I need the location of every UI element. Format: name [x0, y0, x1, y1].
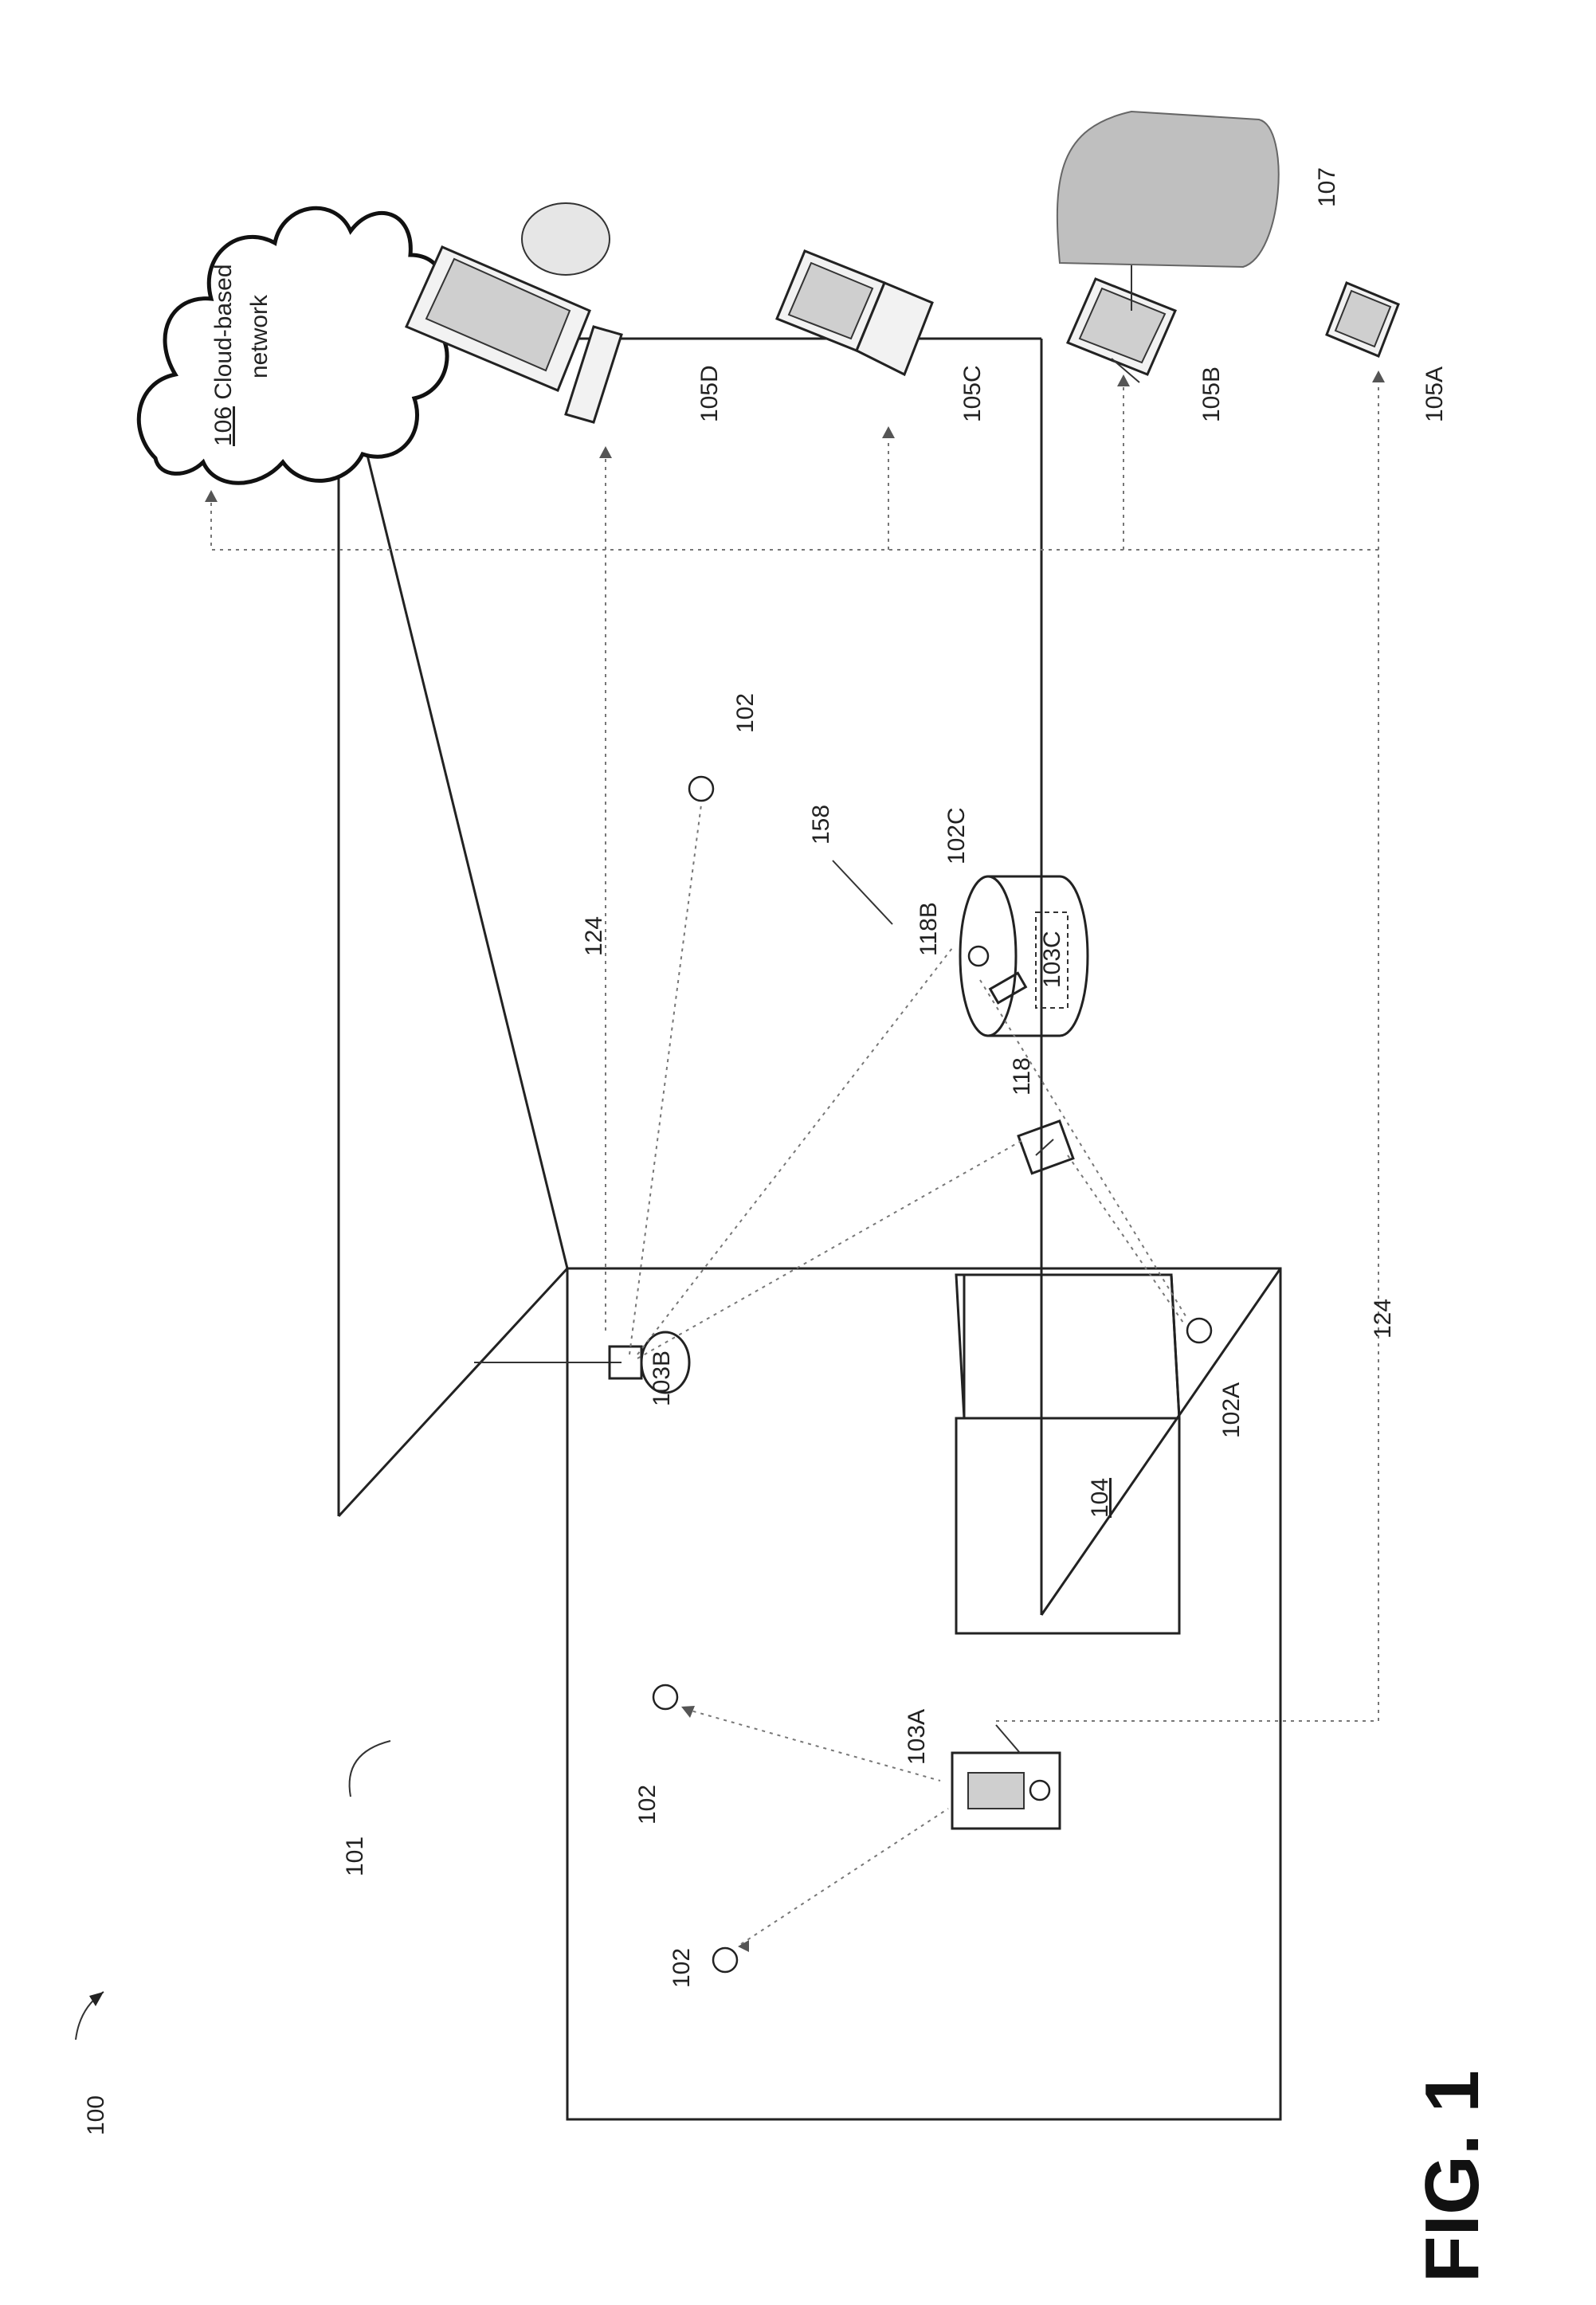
object-104: 104 — [956, 1275, 1179, 1633]
link-bulb-hazard — [637, 948, 952, 1354]
desktop-computer: 105D — [406, 203, 723, 422]
ref-100: 100 — [76, 1992, 109, 2135]
box-104-top — [956, 1275, 1179, 1418]
svg-text:105C: 105C — [959, 365, 986, 422]
svg-text:101: 101 — [342, 1837, 368, 1876]
thermostat-dial — [1030, 1781, 1049, 1800]
svg-text:102: 102 — [634, 1785, 661, 1825]
sensor-102-b: 102 — [669, 1948, 737, 1988]
svg-text:102: 102 — [732, 693, 759, 733]
svg-text:105A: 105A — [1421, 367, 1448, 422]
svg-text:124: 124 — [581, 916, 607, 956]
room-edge-top-left — [339, 1268, 567, 1516]
thermostat-screen — [968, 1773, 1024, 1809]
box-104-front — [956, 1418, 1179, 1633]
user-body — [1057, 112, 1279, 267]
link-124-lower — [996, 374, 1378, 1721]
sensor-102-c: 102 — [689, 693, 759, 801]
desktop-tower — [522, 203, 610, 275]
room-outline — [339, 339, 1280, 2119]
svg-text:118B: 118B — [916, 902, 942, 956]
ref-100-arrowhead — [89, 1992, 104, 2006]
link-118-102a — [1068, 1155, 1183, 1323]
thermostat-device: 103A — [904, 1709, 1060, 1829]
phone-device: 105A — [1327, 283, 1448, 422]
link-thermostat-sensor-a — [685, 1709, 940, 1781]
sensor-102-a: 102 — [634, 1685, 677, 1825]
sensor-102a: 102A — [1187, 1319, 1245, 1438]
link-bulb-sensor-c — [629, 805, 701, 1354]
network-bus — [211, 494, 1378, 550]
hazard-detector-device: 103C 118B 102C 158 — [808, 805, 1088, 1036]
ref-101-leader — [350, 1741, 390, 1797]
svg-text:102: 102 — [669, 1948, 695, 1988]
ref-101: 101 — [342, 1741, 390, 1876]
svg-text:103B: 103B — [649, 1350, 675, 1406]
svg-text:106 Cloud-based: 106 Cloud-based — [210, 264, 237, 446]
svg-text:103A: 103A — [904, 1709, 930, 1765]
link-thermostat-sensor-b — [741, 1809, 948, 1944]
svg-text:102A: 102A — [1218, 1382, 1245, 1438]
svg-text:105B: 105B — [1198, 367, 1225, 422]
svg-text:102C: 102C — [943, 807, 970, 864]
smart-bulb-device: 103B — [474, 1332, 689, 1406]
room-edge-bottom-left — [1041, 1268, 1280, 1615]
svg-text:100: 100 — [83, 2095, 109, 2135]
svg-text:107: 107 — [1314, 167, 1340, 207]
laptop-computer: 105C — [777, 251, 986, 422]
cloud-shape — [139, 208, 447, 483]
link-bulb-118 — [637, 1139, 1024, 1358]
cloud-network: 106 Cloud-based network — [139, 208, 447, 483]
figure-label: FIG. 1 — [1410, 2070, 1495, 2283]
svg-text:158: 158 — [808, 805, 834, 845]
svg-text:104: 104 — [1087, 1478, 1113, 1518]
tablet-device: 105B — [1068, 279, 1225, 422]
svg-text:124: 124 — [1370, 1299, 1396, 1339]
svg-text:105D: 105D — [696, 365, 723, 422]
svg-text:network: network — [246, 294, 273, 378]
svg-text:103C: 103C — [1039, 931, 1065, 988]
